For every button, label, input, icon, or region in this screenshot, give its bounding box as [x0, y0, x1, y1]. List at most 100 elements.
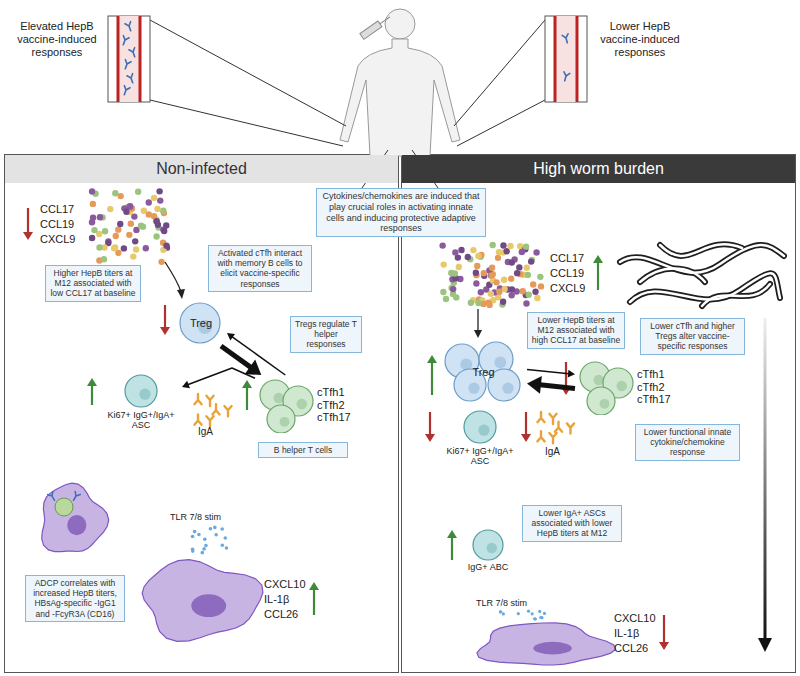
chemokine-dot	[202, 547, 206, 551]
chemokine-dot	[151, 195, 157, 201]
panel-heading: Non-infected	[5, 155, 398, 183]
chemokine-dot	[138, 222, 144, 228]
cell-body	[473, 530, 503, 560]
chemokine-dot	[489, 242, 495, 248]
note-text: ADCP correlates with increased HepB tite…	[29, 578, 121, 619]
chemokine-dot	[200, 551, 204, 555]
cell-nucleus	[502, 383, 513, 394]
illustration-rect	[360, 21, 382, 39]
antibody	[120, 36, 129, 46]
antibody	[194, 414, 201, 424]
note-box: Cytokines/chemokines are induced that pl…	[316, 188, 486, 237]
illustration-path	[340, 39, 460, 156]
illustration-polygon	[177, 289, 185, 299]
chemokine-dot	[531, 612, 534, 615]
increase-arrow	[246, 386, 248, 410]
decrease-arrow	[663, 615, 665, 644]
illustration-line	[764, 318, 767, 640]
illustration-line	[454, 20, 545, 126]
illustration-rect	[545, 16, 587, 102]
chemokine-dot	[128, 220, 134, 226]
chemokine-dot	[90, 201, 96, 207]
chemokine-dot	[97, 214, 103, 220]
note-text: Tregs regulate T helper responses	[294, 319, 358, 350]
illustration-path	[630, 273, 780, 302]
chemokine-dot	[500, 242, 506, 248]
marker-label: TLR 7/8 stim	[170, 512, 221, 522]
antibody	[48, 491, 57, 501]
antibody	[194, 394, 201, 404]
illustration-path	[630, 273, 780, 302]
chemokine-dot	[499, 610, 502, 613]
antibody	[537, 412, 544, 422]
chemokine-dot	[127, 203, 133, 209]
chemokine-dot	[450, 286, 456, 292]
cell-body	[464, 411, 496, 443]
cell-icon	[575, 359, 635, 415]
connector-line	[540, 385, 575, 389]
note-box: Lower cTfh and higher Tregs alter vaccin…	[640, 318, 745, 355]
chemokine-dot	[528, 258, 534, 264]
connector	[182, 368, 255, 388]
chemokine-dot	[133, 246, 139, 252]
illustration-line	[150, 100, 343, 146]
cell-nucleus	[191, 594, 226, 617]
antibody	[555, 422, 562, 432]
cell-nucleus	[617, 381, 628, 392]
cell-group: Treg	[175, 300, 227, 346]
chemokine-dot	[101, 256, 107, 262]
chemokine-dot	[115, 250, 121, 256]
chemokine-dot	[223, 536, 227, 540]
connector-line	[232, 337, 285, 375]
chemokine-dot	[543, 612, 546, 615]
chemokine-dot	[153, 218, 159, 224]
chemokine-dot	[440, 261, 446, 267]
note-text: Lower cTfh and higher Tregs alter vaccin…	[644, 321, 741, 352]
marker-label: CCL17	[550, 252, 584, 264]
worm-burden-arrow	[758, 318, 772, 652]
chemokine-dot	[443, 296, 449, 302]
cell-label: cTfh1 cTfh2 cTfh17	[637, 368, 681, 406]
decrease-arrow	[164, 305, 166, 329]
chemokine-arrow	[165, 262, 482, 338]
cell-label: Treg	[175, 300, 227, 346]
cell-icon	[470, 528, 506, 562]
chemokine-dot	[456, 264, 462, 270]
note-box: Activated cTfh interact with memory B ce…	[208, 245, 312, 292]
chemokine-dot	[473, 280, 479, 286]
chemokine-dot	[516, 264, 522, 270]
chemokine-dot	[160, 207, 166, 213]
antibody	[121, 86, 130, 96]
chemokine-dot	[474, 263, 480, 269]
illustration-line	[139, 16, 142, 102]
note-box: ADCP correlates with increased HepB tite…	[25, 575, 125, 622]
connector	[527, 376, 575, 394]
note-box: Higher HepB titers at M12 associated wit…	[45, 265, 141, 302]
chemokine-dot	[514, 270, 520, 276]
antibody	[212, 404, 219, 414]
increase-arrow	[597, 261, 599, 290]
chemokine-dot	[135, 189, 141, 195]
cell-nucleus	[297, 399, 308, 410]
arrow-head	[87, 378, 97, 386]
illustration-path	[620, 245, 784, 273]
chemokine-dot	[146, 211, 152, 217]
note-box: Lower IgA+ ASCs associated with lower He…	[522, 505, 622, 542]
note-box: Lower functional innate cytokine/chemoki…	[635, 424, 740, 461]
illustration-g	[620, 244, 784, 306]
antibody	[206, 416, 213, 426]
chemokine-dot	[203, 537, 207, 541]
chemokine-dot	[452, 270, 458, 276]
marker-label: CXCL10	[614, 612, 656, 624]
illustration-path	[660, 244, 742, 256]
chemokine-dot	[508, 276, 514, 282]
chemokine-dot	[489, 272, 495, 278]
chemokine-dot	[225, 546, 229, 550]
chemokine-dot	[156, 188, 162, 194]
arrow-head	[593, 255, 603, 263]
chemokine-dot	[209, 527, 213, 531]
chemokine-dot	[161, 228, 167, 234]
marker-label: IL-1β	[614, 627, 639, 639]
decrease-arrow	[429, 412, 431, 436]
chemokine-dot	[221, 544, 225, 548]
